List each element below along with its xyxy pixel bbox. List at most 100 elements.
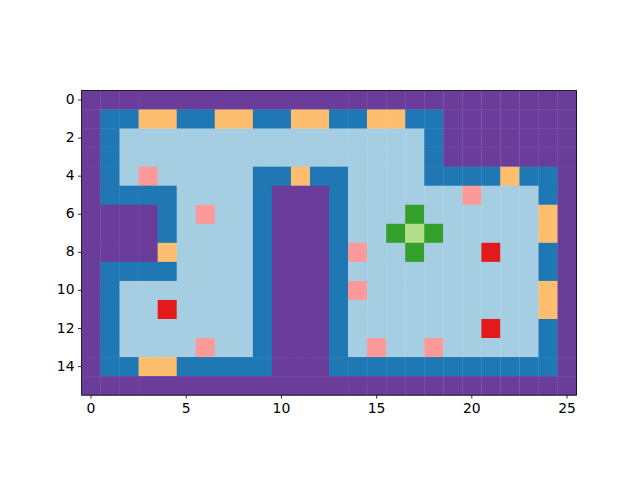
wall-cell	[538, 338, 557, 357]
axes-frame	[82, 91, 577, 396]
x-tick-label: 5	[182, 402, 191, 416]
floor-cell	[196, 148, 215, 167]
void-cell	[82, 110, 101, 129]
void-cell	[120, 243, 139, 262]
void-cell	[310, 357, 329, 376]
floor-cell	[405, 186, 424, 205]
x-tick-mark	[567, 395, 568, 399]
void-cell	[558, 110, 577, 129]
void-cell	[291, 357, 310, 376]
void-cell	[519, 148, 538, 167]
x-tick-mark	[376, 395, 377, 399]
void-cell	[310, 224, 329, 243]
wall-cell	[101, 338, 120, 357]
void-cell	[329, 376, 348, 395]
wall-cell	[158, 262, 177, 281]
void-cell	[82, 300, 101, 319]
floor-cell	[367, 205, 386, 224]
void-cell	[558, 224, 577, 243]
floor-cell	[215, 300, 234, 319]
wall-cell	[386, 357, 405, 376]
door-cell	[310, 110, 329, 129]
wall-cell	[139, 186, 158, 205]
void-cell	[348, 376, 367, 395]
wall-cell	[253, 243, 272, 262]
void-cell	[538, 129, 557, 148]
door-cell	[500, 167, 519, 186]
wall-cell	[519, 357, 538, 376]
void-cell	[82, 91, 101, 110]
floor-cell	[462, 338, 481, 357]
door-cell	[158, 357, 177, 376]
wall-cell	[101, 148, 120, 167]
floor-cell	[405, 281, 424, 300]
floor-cell	[519, 281, 538, 300]
floor-cell	[234, 224, 253, 243]
floor-cell	[310, 129, 329, 148]
void-cell	[500, 91, 519, 110]
void-cell	[367, 376, 386, 395]
floor-cell	[386, 300, 405, 319]
floor-cell	[500, 300, 519, 319]
floor-cell	[386, 281, 405, 300]
y-tick-label: 4	[66, 169, 75, 183]
y-tick-label: 6	[66, 207, 75, 221]
void-cell	[310, 91, 329, 110]
void-cell	[82, 205, 101, 224]
void-cell	[272, 338, 291, 357]
floor-cell	[215, 319, 234, 338]
void-cell	[82, 148, 101, 167]
y-tick-label: 14	[57, 360, 75, 374]
floor-cell	[120, 300, 139, 319]
void-cell	[196, 91, 215, 110]
floor-cell	[386, 167, 405, 186]
floor-cell	[234, 262, 253, 281]
void-cell	[82, 281, 101, 300]
floor-cell	[177, 129, 196, 148]
void-cell	[82, 167, 101, 186]
void-cell	[291, 376, 310, 395]
void-cell	[462, 376, 481, 395]
door-cell	[538, 224, 557, 243]
floor-cell	[481, 262, 500, 281]
wall-cell	[253, 205, 272, 224]
floor-cell	[348, 300, 367, 319]
y-tick-mark	[78, 100, 82, 101]
void-cell	[101, 243, 120, 262]
floor-cell	[158, 319, 177, 338]
floor-cell	[234, 338, 253, 357]
wall-cell	[234, 357, 253, 376]
floor-cell	[500, 338, 519, 357]
void-cell	[424, 91, 443, 110]
floor-cell	[348, 338, 367, 357]
void-cell	[177, 91, 196, 110]
void-cell	[558, 357, 577, 376]
void-cell	[120, 205, 139, 224]
pink-cell	[462, 186, 481, 205]
void-cell	[177, 376, 196, 395]
void-cell	[558, 186, 577, 205]
void-cell	[481, 110, 500, 129]
floor-cell	[177, 224, 196, 243]
floor-cell	[158, 167, 177, 186]
door-cell	[538, 300, 557, 319]
wall-cell	[329, 338, 348, 357]
wall-cell	[481, 357, 500, 376]
floor-cell	[519, 319, 538, 338]
floor-cell	[367, 129, 386, 148]
wall-cell	[120, 357, 139, 376]
void-cell	[367, 91, 386, 110]
floor-cell	[139, 281, 158, 300]
floor-cell	[120, 319, 139, 338]
floor-cell	[139, 338, 158, 357]
wall-cell	[329, 319, 348, 338]
void-cell	[405, 91, 424, 110]
wall-cell	[101, 281, 120, 300]
floor-cell	[462, 319, 481, 338]
floor-cell	[481, 300, 500, 319]
y-tick-mark	[78, 176, 82, 177]
wall-cell	[253, 262, 272, 281]
door-cell	[291, 167, 310, 186]
void-cell	[139, 224, 158, 243]
